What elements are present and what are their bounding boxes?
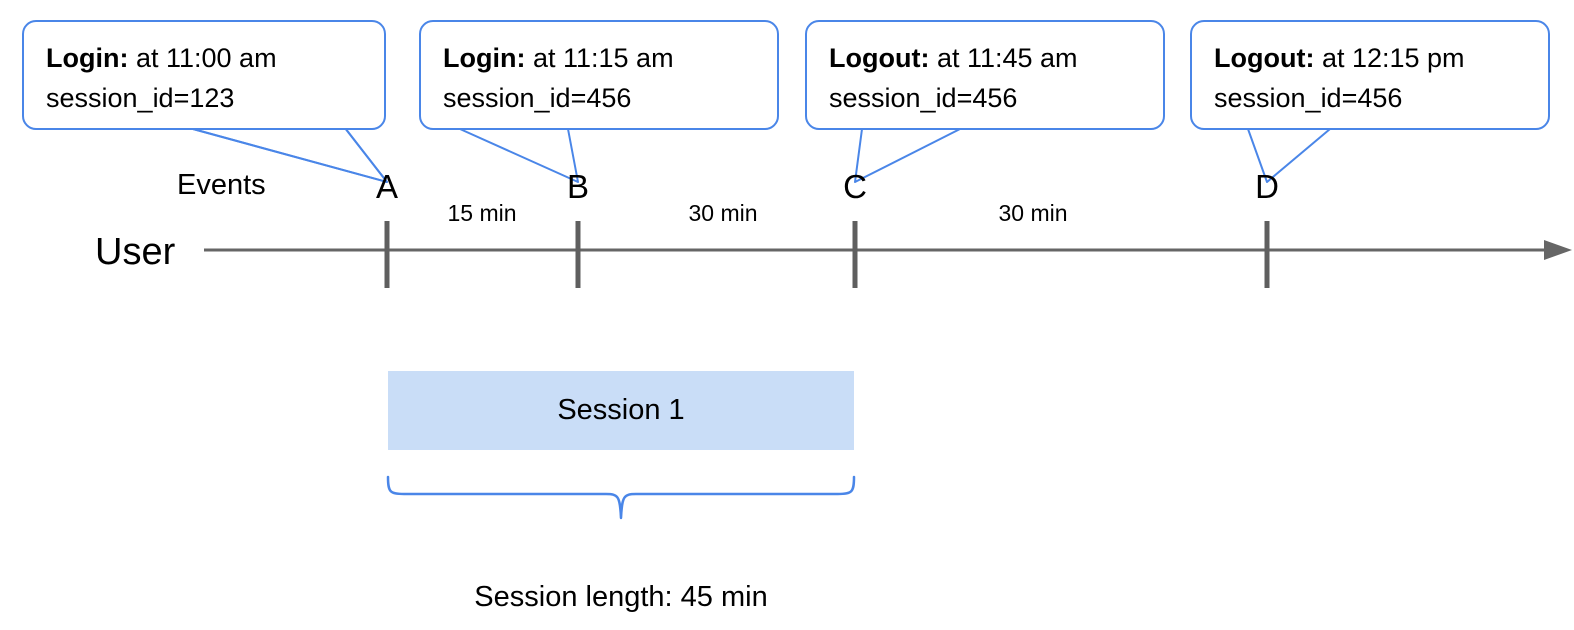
event-letter-a: A — [375, 168, 399, 205]
callout-b-event-type: Login: — [443, 43, 526, 73]
session-bar-session-1[interactable]: Session 1 — [388, 371, 854, 450]
session-length-caption: Session length: 45 min — [474, 581, 768, 613]
callout-d-event-type: Logout: — [1214, 43, 1315, 73]
callout-b-event-time: at 11:15 am — [525, 43, 674, 73]
callout-event-b[interactable]: Login: at 11:15 am session_id=456 — [419, 20, 779, 130]
callout-c-event-time: at 11:45 am — [929, 43, 1078, 73]
events-row-label: Events — [177, 169, 266, 201]
callout-event-c[interactable]: Logout: at 11:45 am session_id=456 — [805, 20, 1165, 130]
callout-a-event-time: at 11:00 am — [128, 43, 277, 73]
session-brace — [386, 475, 856, 520]
callout-tail-d — [1247, 128, 1331, 183]
event-letter-d: D — [1255, 168, 1279, 205]
event-letter-b: B — [566, 168, 590, 205]
callout-d-event-time: at 12:15 pm — [1314, 43, 1465, 73]
callout-tail-a — [192, 127, 388, 183]
timeline-axis — [204, 240, 1572, 260]
callout-c-event-type: Logout: — [829, 43, 930, 73]
callout-b-session-id: session_id=456 — [443, 83, 632, 113]
callout-event-a[interactable]: Login: at 11:00 am session_id=123 — [22, 20, 386, 130]
gap-label-b-c: 30 min — [688, 200, 758, 226]
callout-a-event-type: Login: — [46, 43, 129, 73]
gap-label-c-d: 30 min — [998, 200, 1068, 226]
callout-c-line-1: Logout: at 11:45 am — [829, 38, 1143, 78]
gap-label-a-b: 15 min — [447, 200, 517, 226]
callout-d-line-1: Logout: at 12:15 pm — [1214, 38, 1528, 78]
callout-d-session-id: session_id=456 — [1214, 83, 1403, 113]
callout-c-session-id: session_id=456 — [829, 83, 1018, 113]
session-bar-label: Session 1 — [557, 394, 685, 426]
callout-a-session-id: session_id=123 — [46, 83, 235, 113]
callout-a-line-1: Login: at 11:00 am — [46, 38, 364, 78]
event-letter-c: C — [843, 168, 867, 205]
user-row-label: User — [95, 231, 176, 273]
callout-tail-c — [854, 128, 961, 183]
callout-event-d[interactable]: Logout: at 12:15 pm session_id=456 — [1190, 20, 1550, 130]
callout-b-line-1: Login: at 11:15 am — [443, 38, 757, 78]
callout-tail-b — [459, 128, 579, 183]
